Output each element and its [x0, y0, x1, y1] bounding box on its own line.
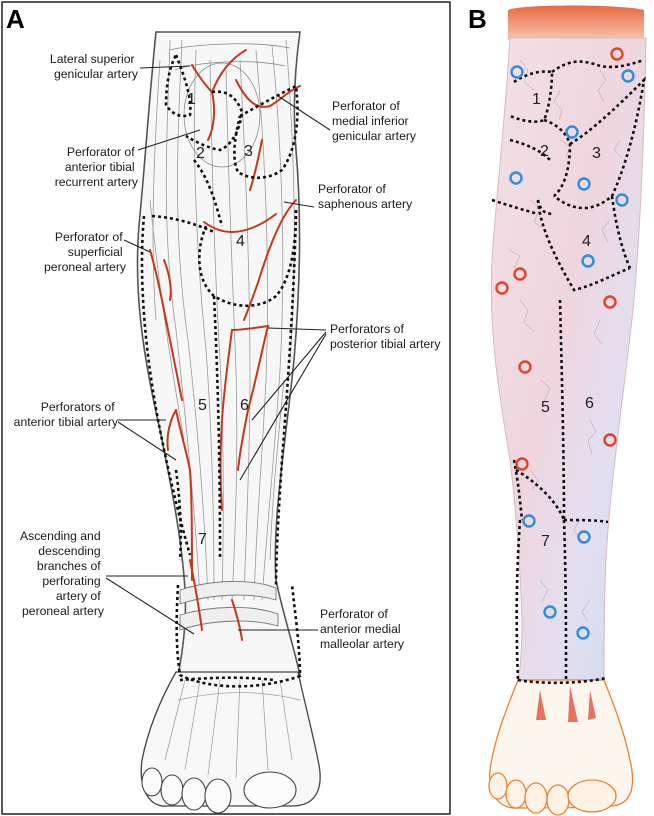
label-ant-med-malleolar-1: Perforator of — [320, 607, 388, 621]
label-saphenous-2: saphenous artery — [318, 197, 413, 211]
zone-a-1: 1 — [187, 91, 196, 108]
label-sup-peroneal-1: Perforator of — [55, 230, 123, 244]
svg-text:Lateral superior genicul: Lateral superior genicular artery — [50, 52, 139, 81]
zone-a-3: 3 — [244, 143, 253, 160]
zone-a-4: 4 — [236, 233, 245, 250]
zone-b-2: 2 — [540, 143, 549, 160]
zone-a-5: 5 — [198, 397, 207, 414]
panel-b-leg: 1 2 3 4 5 6 7 — [489, 6, 646, 816]
zone-b-5: 5 — [541, 399, 550, 416]
zone-b-7: 7 — [541, 533, 550, 550]
zone-a-7: 7 — [198, 531, 207, 548]
label-ant-med-malleolar-3: malleolar artery — [320, 637, 405, 651]
label-ant-tib-rec-3: recurrent artery — [55, 175, 139, 189]
svg-text:Ascending and descending: Ascending and descending branches of per… — [20, 529, 105, 618]
label-ant-tib-rec-1: Perforator of — [67, 145, 135, 159]
label-asc-desc-6: peroneal artery — [22, 604, 105, 618]
label-asc-desc-2: descending — [38, 544, 100, 558]
label-post-tibial-1: Perforators of — [330, 322, 404, 336]
label-asc-desc-1: Ascending and — [20, 529, 101, 543]
svg-text:Perforator of superficia: Perforator of superficial peroneal arter… — [44, 230, 127, 274]
label-lat-sup-genicular-2: genicular artery — [54, 67, 139, 81]
zone-b-1: 1 — [532, 91, 541, 108]
zone-b-6: 6 — [585, 395, 594, 412]
label-post-tibial-2: posterior tibial artery — [330, 337, 441, 351]
label-lat-sup-genicular-1: Lateral superior — [50, 52, 135, 66]
zone-b-4: 4 — [582, 233, 591, 250]
zone-b-3: 3 — [592, 145, 601, 162]
label-med-inf-genicular-2: medial inferior — [332, 114, 409, 128]
label-asc-desc-3: branches of — [37, 559, 101, 573]
svg-text:Perforator of anterior t: Perforator of anterior tibial recurrent … — [55, 145, 139, 189]
svg-text:Perforator of saphenous: Perforator of saphenous artery — [318, 182, 413, 211]
panel-a-label: A — [6, 4, 25, 34]
svg-text:Perforator of anterior m: Perforator of anterior medial malleolar … — [320, 607, 405, 651]
svg-text:Perforators of posterior: Perforators of posterior tibial artery — [330, 322, 441, 351]
label-med-inf-genicular-1: Perforator of — [332, 99, 400, 113]
label-ant-tibial-1: Perforators of — [41, 400, 115, 414]
svg-text:Perforators of anterior: Perforators of anterior tibial artery — [14, 400, 119, 429]
panel-a-leg: 1 2 3 4 5 6 7 — [137, 32, 320, 813]
label-asc-desc-5: artery of — [56, 589, 101, 603]
zone-a-2: 2 — [196, 145, 205, 162]
label-asc-desc-4: perforating — [42, 574, 100, 588]
label-med-inf-genicular-3: genicular artery — [332, 129, 417, 143]
label-sup-peroneal-3: peroneal artery — [44, 260, 127, 274]
label-saphenous-1: Perforator of — [318, 182, 386, 196]
zone-a-6: 6 — [240, 397, 249, 414]
label-sup-peroneal-2: superficial — [68, 245, 123, 259]
label-ant-tibial-2: anterior tibial artery — [14, 415, 119, 429]
label-ant-tib-rec-2: anterior tibial — [65, 160, 135, 174]
svg-text:Perforator of medial inf: Perforator of medial inferior genicular … — [332, 99, 417, 143]
panel-b-label: B — [468, 4, 487, 34]
label-ant-med-malleolar-2: anterior medial — [320, 622, 401, 636]
